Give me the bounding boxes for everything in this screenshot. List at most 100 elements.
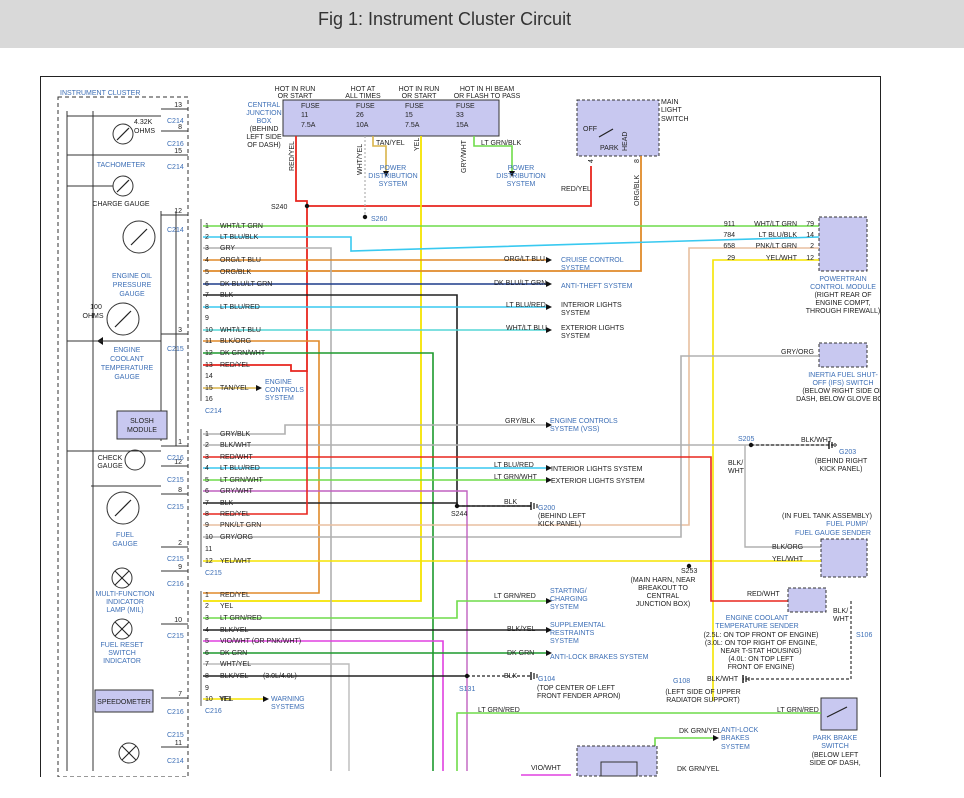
c216-pin: 2 [205, 603, 209, 610]
wire-gry-blk [203, 424, 546, 435]
wire-yel [203, 136, 422, 602]
tachometer-label: TACHOMETER [97, 162, 145, 169]
c214-wire-color: BLK [220, 292, 234, 299]
pcm-location: ENGINE COMPT, [815, 300, 870, 307]
pcm-location: THROUGH FIREWALL) [806, 308, 880, 315]
fuse-rating: 15A [456, 122, 469, 129]
cluster-pin-number: 13 [174, 102, 182, 109]
ifs-location: DASH, BELOW GLOVE BOX) [796, 396, 880, 403]
c215-wire-color: PNK/LT GRN [220, 522, 261, 529]
cluster-pin-number: 8 [178, 487, 182, 494]
slosh-module-label: SLOSH [130, 418, 154, 425]
ifs-label: OFF (IFS) SWITCH [812, 380, 873, 387]
main-light-switch [576, 99, 660, 157]
wire-color: YEL/WHT [766, 255, 798, 262]
c215-wire-color: LT BLU/RED [220, 465, 260, 472]
c214-wire-color: WHT/LT GRN [220, 223, 263, 230]
system-label: ANTI-THEFT SYSTEM [561, 283, 633, 290]
wire-label: TAN/YEL [376, 140, 405, 147]
fuse-rating: 7.5A [405, 122, 420, 129]
wire-label: LT GRN/RED [478, 707, 520, 714]
slosh-module [116, 410, 168, 440]
coolant-gauge-label: COOLANT [110, 356, 145, 363]
arrow-icon [263, 696, 269, 702]
c215-pin: 10 [205, 534, 213, 541]
wire-label: RED/WHT [747, 591, 780, 598]
c216-pin: 10 [205, 696, 213, 703]
check-gauge-label: GAUGE [97, 463, 123, 470]
ground-location: (BEHIND LEFT [538, 513, 587, 520]
c214-pin: 8 [205, 304, 209, 311]
arrow-icon [546, 304, 552, 310]
connector-id: C214 [167, 758, 184, 765]
system-label: CONTROLS [265, 387, 304, 394]
connector-id: C215 [167, 556, 184, 563]
wire-label: BLK/WHT [707, 676, 739, 683]
system-label: SYSTEM [265, 395, 294, 402]
c216-wire-color: YEL [220, 696, 233, 703]
splice-s240 [304, 203, 310, 209]
wire-dk-grn-wht [203, 352, 434, 771]
pbs-label: SWITCH [821, 743, 849, 750]
arrow-icon [546, 422, 552, 428]
fuse-hot-label: OR START [278, 93, 313, 100]
c214-pin: 3 [205, 245, 209, 252]
switch-blade [826, 706, 848, 718]
wire-label: YEL [219, 696, 232, 703]
fuse-label: FUSE [456, 103, 475, 110]
cluster-pin-number: 3 [178, 327, 182, 334]
c214-wire-color: LT BLU/BLK [220, 234, 259, 241]
fuel-pump-label: FUEL GAUGE SENDER [795, 530, 871, 537]
arrow-icon [256, 385, 262, 391]
c216-wire-color: BLK/YEL [220, 673, 249, 680]
pcm-pin: 12 [806, 255, 814, 262]
ground-label: G200 [538, 505, 555, 512]
c216-pin: 3 [205, 615, 209, 622]
cjb-location: OF DASH) [247, 142, 280, 149]
ifs-label: INERTIA FUEL SHUT- [808, 372, 878, 379]
ects-location: (3.0L: ON TOP RIGHT OF ENGINE, [705, 640, 817, 647]
ects-label: ENGINE COOLANT [726, 615, 789, 622]
wire-label: BLK/WHT [801, 437, 833, 444]
arrow-icon [546, 627, 552, 633]
ground-label: G108 [673, 678, 690, 685]
fuel-pump-sender [820, 538, 868, 578]
fuse-hot-label: HOT IN HI BEAM [460, 86, 514, 93]
cluster-pin-number: 11 [175, 740, 182, 747]
arrow-icon [509, 171, 515, 177]
gauge-needle [114, 499, 132, 517]
mls-label: MAIN [661, 99, 679, 106]
fuel-reset-label: INDICATOR [103, 658, 141, 665]
fuse-rating: 10A [356, 122, 369, 129]
mls-label: LIGHT [661, 107, 682, 114]
c215-label: C215 [205, 570, 222, 577]
splice-label: S244 [451, 511, 467, 518]
wire-label: LT GRN/RED [494, 593, 536, 600]
fuse-label: FUSE [356, 103, 375, 110]
wire-blk-wht-g108 [743, 601, 852, 680]
c215-wire-color: GRY/BLK [220, 431, 251, 438]
coolant-gauge-label: ENGINE [114, 347, 141, 354]
arrow-icon [546, 281, 552, 287]
pcm-pin: 79 [806, 221, 814, 228]
c215-pin: 6 [205, 488, 209, 495]
connector-id: C215 [167, 477, 184, 484]
connector-id: C214 [167, 118, 184, 125]
wire-color: PNK/LT GRN [756, 243, 797, 250]
oil-gauge-label: ENGINE OIL [112, 273, 152, 280]
splice-label: S205 [738, 436, 754, 443]
splice-label: S260 [371, 216, 387, 223]
c216-pin: 7 [205, 661, 209, 668]
powertrain-control-module [818, 216, 868, 272]
wiring-diagram: INSTRUMENT CLUSTER1381512311282910711C21… [57, 86, 880, 777]
wire-org-blk [203, 156, 642, 272]
mls-pin: 4 [588, 159, 595, 163]
wire-lt-grn-red [203, 600, 546, 619]
bottom-module-inner [600, 761, 638, 777]
splice-location: BREAKOUT TO [638, 585, 688, 592]
wire-label: WHT/YEL [357, 144, 364, 175]
pcm-location: (RIGHT REAR OF [814, 292, 871, 299]
fuel-gauge-label: GAUGE [112, 541, 138, 548]
c214-pin: 6 [205, 281, 209, 288]
